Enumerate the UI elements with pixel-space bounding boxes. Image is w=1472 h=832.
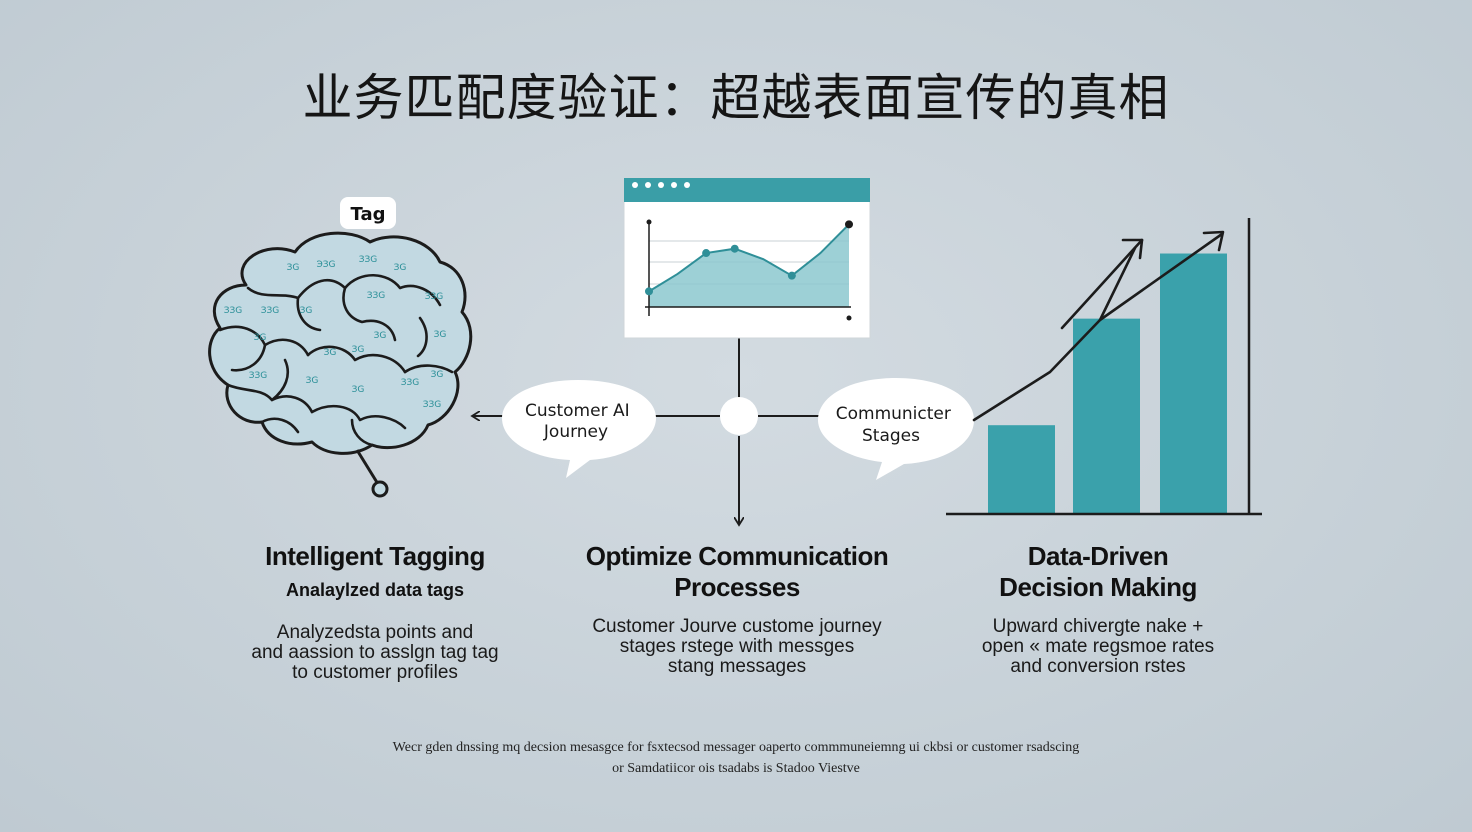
column-title-line-2: Processes [674, 572, 800, 602]
brain-cell-label: ЗG [352, 345, 365, 355]
column-body-line: and conversion rstes [1010, 656, 1186, 677]
brain-cell-label: ЗЗG [359, 255, 378, 265]
axis-end-dot [646, 219, 652, 225]
brain-icon: Tag ЗG ЭЗG ЗЗG ЗG ЗЗG ЗЗG ЗG ЗЗG ЗЗG ЗG ЗG ЗG ЗG ЗG ЗЗ… [208, 197, 473, 498]
axis-end-dot [846, 315, 852, 321]
column-body-line: Upward chivergte nake + [992, 616, 1204, 637]
brain-cell-label: ЗG [394, 263, 407, 273]
brain-cell-label: ЗG [306, 376, 319, 386]
svg-text:Customer AI Journey: Customer AI Journey [525, 401, 635, 442]
bubble-left-line-1: Customer AI [525, 401, 630, 421]
bubble-right-line-2: Stages [862, 426, 920, 446]
svg-text:Communicter Stages: Communicter Stages [836, 404, 957, 446]
hub-node-icon [720, 397, 758, 435]
column-title-line-2: Decision Making [999, 572, 1197, 602]
column-title: Intelligent Tagging [265, 541, 485, 571]
brain-cell-label: ЗG [254, 333, 267, 343]
column-data-driven: Data-Driven Decision Making Upward chive… [948, 541, 1248, 677]
data-point [787, 271, 796, 280]
column-intelligent-tagging: Intelligent Tagging Analaylzed data tags… [215, 541, 535, 683]
column-title: Data-Driven [1027, 541, 1169, 571]
column-body: Analyzedsta points and and aassion to as… [215, 623, 535, 683]
bar-chart-icon [946, 218, 1262, 516]
window-title-bar [624, 178, 870, 202]
brain-cell-label: ЗЗG [249, 371, 268, 381]
brain-tag-label: Tag [351, 204, 386, 225]
area-fill [649, 224, 849, 307]
footer-line: Wecr gden dnssing mq decsion mesasgce fo… [392, 740, 1080, 755]
bubble-customer-journey: Customer AI Journey [502, 380, 656, 478]
bubble-left-line-2: Journey [543, 422, 608, 442]
brain-cell-label: ЗЗG [423, 400, 442, 410]
area-line [648, 223, 850, 293]
brain-cell-label: ЗЗG [425, 292, 444, 302]
brain-cell-label: ЗG [300, 306, 313, 316]
column-body: Customer Jourve custome journey stages r… [567, 617, 907, 677]
brain-cell-label: ЗG [324, 348, 337, 358]
area-chart-window [623, 177, 871, 339]
column-body-line: Customer Jourve custome journey [592, 616, 882, 637]
brain-cell-label: ЗЗG [261, 306, 280, 316]
brain-cell-label: ЭЗG [316, 260, 335, 270]
column-optimize-communication: Optimize Communication Processes Custome… [567, 541, 907, 677]
data-point [845, 220, 853, 229]
trend-arrow-icon [972, 230, 1225, 422]
data-point [702, 249, 711, 258]
column-body-line: stang messages [667, 656, 807, 677]
bar [988, 425, 1055, 514]
brain-cell-label: ЗЗG [367, 291, 386, 301]
page-title: 业务匹配度验证：超越表面宣传的真相 [302, 69, 1170, 127]
footer-note: Wecr gden dnssing mq decsion mesasgce fo… [0, 737, 1472, 779]
data-point [730, 244, 739, 253]
brain-cell-label: ЗЗG [224, 306, 243, 316]
brain-cell-label: ЗG [431, 370, 444, 380]
bubble-communicter-stages: Communicter Stages [818, 378, 974, 480]
column-body-line: and aassion to asslgn tag tag [251, 642, 499, 663]
column-body-line: stages rstege with messges [619, 636, 855, 657]
column-body-line: open « mate regsmoe rates [981, 636, 1215, 657]
column-body: Upward chivergte nake + open « mate regs… [948, 617, 1248, 677]
column-body-line: to customer profiles [292, 662, 458, 683]
area-chart-icon [645, 219, 853, 321]
connector-lines [472, 314, 820, 526]
bubble-right-line-1: Communicter [836, 404, 951, 424]
column-body-line: Analyzedsta points and [276, 622, 474, 643]
brain-cell-label: ЗG [374, 331, 387, 341]
brain-cell-label: ЗЗG [401, 378, 420, 388]
bar [1160, 253, 1227, 514]
column-subtitle: Analaylzed data tags [285, 580, 465, 600]
window-dots [632, 182, 690, 188]
brain-cell-label: ЗG [434, 330, 447, 340]
column-title: Optimize Communication [585, 541, 889, 571]
brain-cell-label: ЗG [352, 385, 365, 395]
data-point [645, 287, 653, 296]
brain-cell-label: ЗG [287, 263, 300, 273]
bar [1073, 318, 1140, 514]
footer-line: or Samdatiicor ois tsadabs is Stadoo Vie… [612, 761, 860, 776]
